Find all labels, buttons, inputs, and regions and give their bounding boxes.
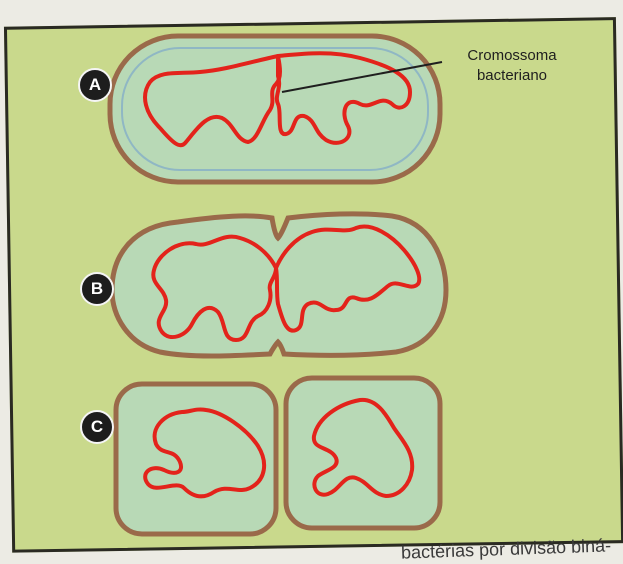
annotation-line-2: bacteriano xyxy=(452,66,572,86)
cell-a xyxy=(110,36,442,182)
chromosome-annotation: Cromossoma bacteriano xyxy=(452,46,572,86)
cell-c-left-wall xyxy=(116,384,276,534)
cell-b xyxy=(112,214,446,356)
annotation-line-1: Cromossoma xyxy=(452,46,572,66)
cell-c xyxy=(116,378,440,534)
step-c-badge: C xyxy=(80,410,114,444)
step-a-badge: A xyxy=(78,68,112,102)
step-b-badge: B xyxy=(80,272,114,306)
